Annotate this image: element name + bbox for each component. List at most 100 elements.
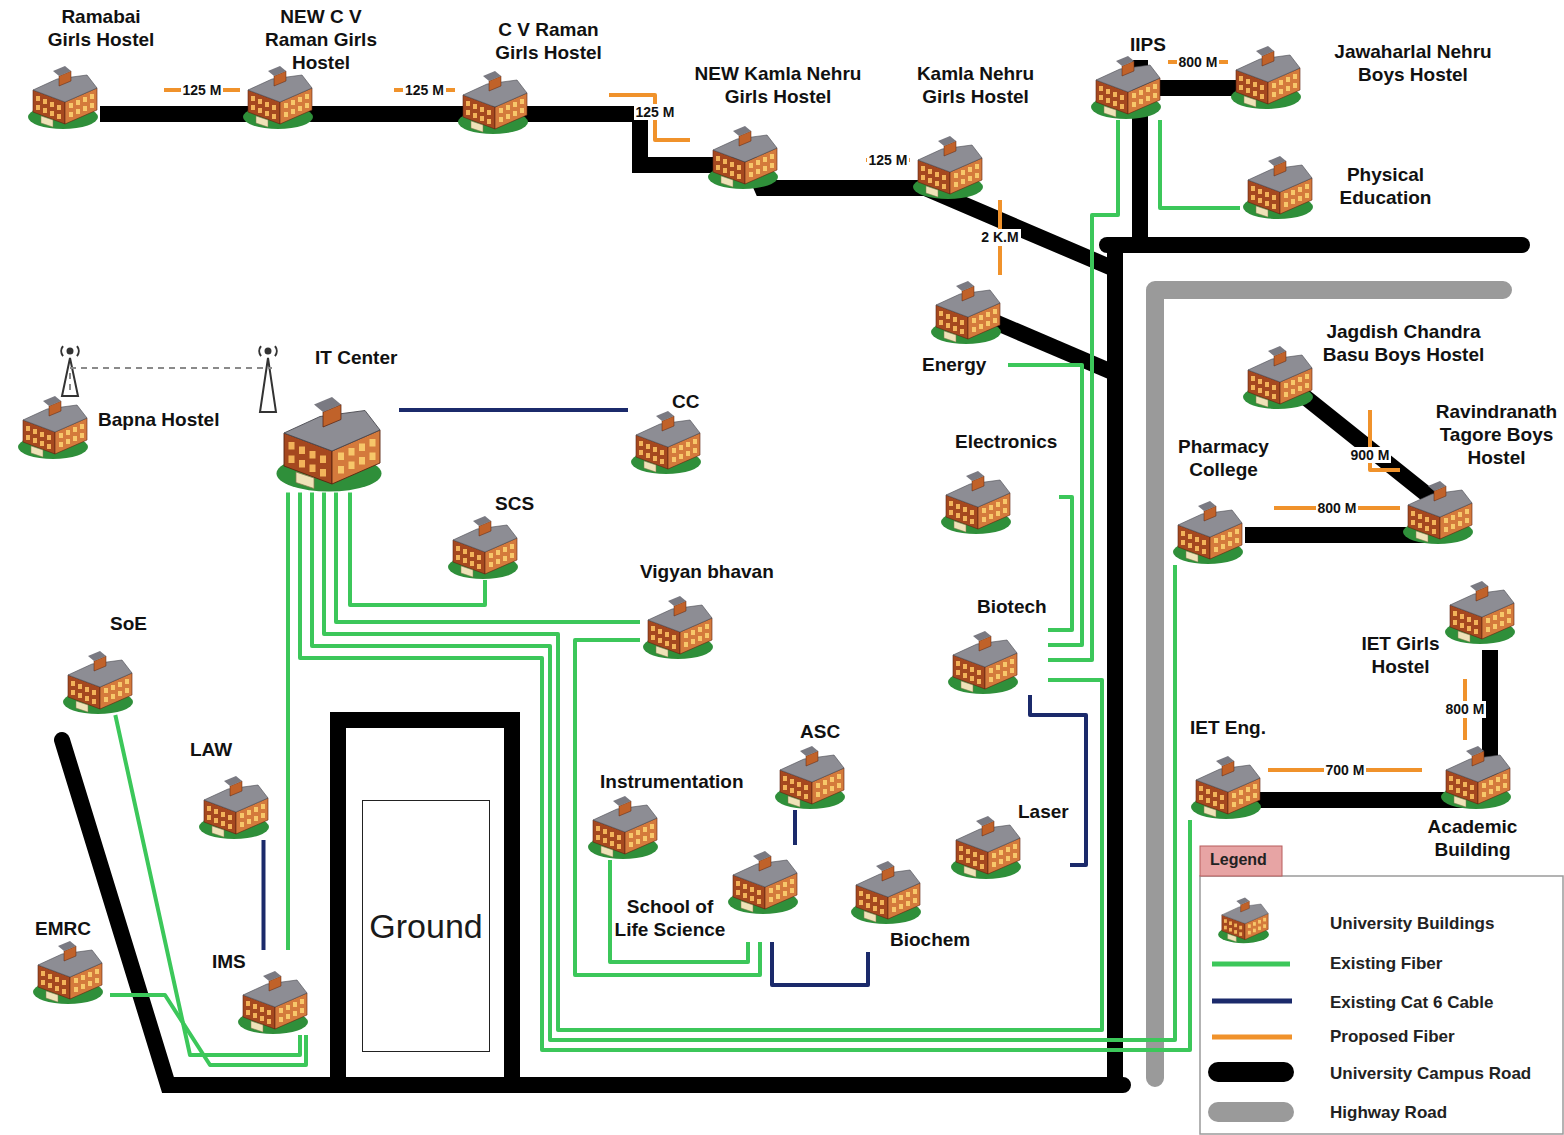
distance-label: 800 M	[1444, 701, 1487, 717]
university-building: Jagdish Chandra Basu Boys Hostel	[1240, 320, 1489, 410]
building-name: School of Life Science	[612, 895, 728, 941]
building-name: Kamla Nehru Girls Hostel	[910, 62, 1041, 108]
building-icon	[945, 625, 1025, 695]
building-drawing	[1400, 475, 1480, 545]
building-drawing	[1228, 40, 1308, 110]
ground-road	[338, 720, 512, 1085]
cat6-cable	[399, 408, 628, 412]
building-drawing	[585, 790, 665, 860]
building-name: Biotech	[977, 595, 1048, 618]
building-icon	[1240, 150, 1320, 220]
legend-entry: Existing Cat 6 Cable	[1330, 993, 1493, 1013]
building-icon	[772, 740, 852, 810]
university-building: Vigyan bhavan	[640, 560, 775, 660]
wireless-link	[70, 368, 272, 390]
building-name: IMS	[212, 950, 247, 973]
building-name: CC	[672, 390, 701, 413]
distance-label: 125 M	[403, 82, 446, 98]
building-name: Instrumentation	[600, 770, 745, 793]
university-building: C V Raman Girls Hostel	[455, 18, 609, 135]
university-building: CC	[628, 390, 708, 475]
distance-label: 125 M	[634, 104, 677, 120]
building-drawing	[1216, 893, 1274, 944]
cat6-cable	[793, 810, 797, 845]
building-name: NEW C V Raman Girls Hostel	[248, 5, 394, 75]
university-building: Energy	[922, 275, 1008, 377]
building-icon	[1442, 575, 1522, 645]
existing-fiber	[610, 860, 748, 962]
building-icon	[948, 810, 1028, 880]
distance-label: 800 M	[1316, 500, 1359, 516]
building-drawing	[938, 465, 1018, 535]
building-icon	[705, 120, 785, 190]
building-drawing	[705, 120, 785, 190]
university-building: Ramabai Girls Hostel	[25, 5, 164, 130]
legend-sample	[1212, 962, 1290, 967]
university-building: Electronics	[938, 430, 1059, 535]
building-drawing	[1188, 750, 1268, 820]
university-building: SCS	[445, 492, 536, 580]
building-name: C V Raman Girls Hostel	[488, 18, 609, 64]
university-building: Jawaharlal Nehru Boys Hostel	[1228, 40, 1501, 110]
legend-entry: Existing Fiber	[1330, 954, 1442, 974]
legend-sample	[1212, 999, 1292, 1004]
university-building: Academic Building	[1422, 740, 1523, 862]
building-drawing	[945, 625, 1025, 695]
university-building: Bapna Hostel	[15, 390, 221, 460]
building-drawing	[628, 405, 708, 475]
building-icon	[938, 465, 1018, 535]
building-name: EMRC	[35, 917, 92, 940]
building-icon	[196, 770, 276, 840]
building-name: Electronics	[955, 430, 1059, 453]
building-drawing	[928, 275, 1008, 345]
campus-road	[1290, 385, 1440, 505]
antennas	[61, 346, 277, 412]
distance-label: 800 M	[1177, 54, 1220, 70]
building-drawing	[30, 935, 110, 1005]
distance-label: 700 M	[1324, 762, 1367, 778]
building-drawing	[25, 60, 105, 130]
existing-fiber	[575, 640, 760, 975]
antenna-tip	[266, 349, 271, 354]
existing-fiber	[336, 493, 640, 623]
building-name: Vigyan bhavan	[640, 560, 775, 583]
university-building: IET Girls Hostel	[1355, 575, 1522, 679]
building-drawing	[725, 845, 805, 915]
building-icon	[272, 388, 392, 493]
building-name: Energy	[922, 353, 988, 376]
university-building: Laser	[948, 800, 1070, 880]
area-name: Ground	[369, 907, 482, 946]
distance-label: 2 K.M	[979, 229, 1020, 245]
building-drawing	[60, 645, 140, 715]
building-drawing	[948, 810, 1028, 880]
legend-title: Legend	[1210, 851, 1267, 869]
building-name: Academic Building	[1422, 815, 1523, 861]
existing-fiber	[286, 493, 290, 951]
distance-label: 125 M	[867, 152, 910, 168]
building-name: Bapna Hostel	[98, 408, 221, 431]
campus-road	[100, 114, 1112, 268]
building-name: NEW Kamla Nehru Girls Hostel	[690, 62, 866, 108]
building-icon	[1400, 475, 1480, 545]
building-icon	[1438, 740, 1518, 810]
building-drawing	[1170, 495, 1250, 565]
building-icon	[1228, 40, 1308, 110]
legend-entry: Proposed Fiber	[1330, 1027, 1455, 1047]
building-icon	[910, 130, 990, 200]
legend-sample	[1218, 1102, 1284, 1122]
building-drawing	[235, 965, 315, 1035]
building-drawing	[445, 510, 525, 580]
building-drawing	[1442, 575, 1522, 645]
existing-fiber	[1160, 120, 1240, 208]
building-drawing	[1088, 50, 1168, 120]
building-name: SoE	[110, 612, 148, 635]
university-building: NEW Kamla Nehru Girls Hostel	[690, 62, 866, 190]
existing-fiber	[1048, 497, 1072, 630]
building-name: Physical Education	[1330, 163, 1441, 209]
cat6-cable	[772, 942, 868, 985]
building-drawing	[272, 388, 392, 493]
building-name: Jawaharlal Nehru Boys Hostel	[1325, 40, 1501, 86]
building-icon	[60, 645, 140, 715]
cat6-cable	[262, 840, 266, 950]
building-icon	[30, 935, 110, 1005]
